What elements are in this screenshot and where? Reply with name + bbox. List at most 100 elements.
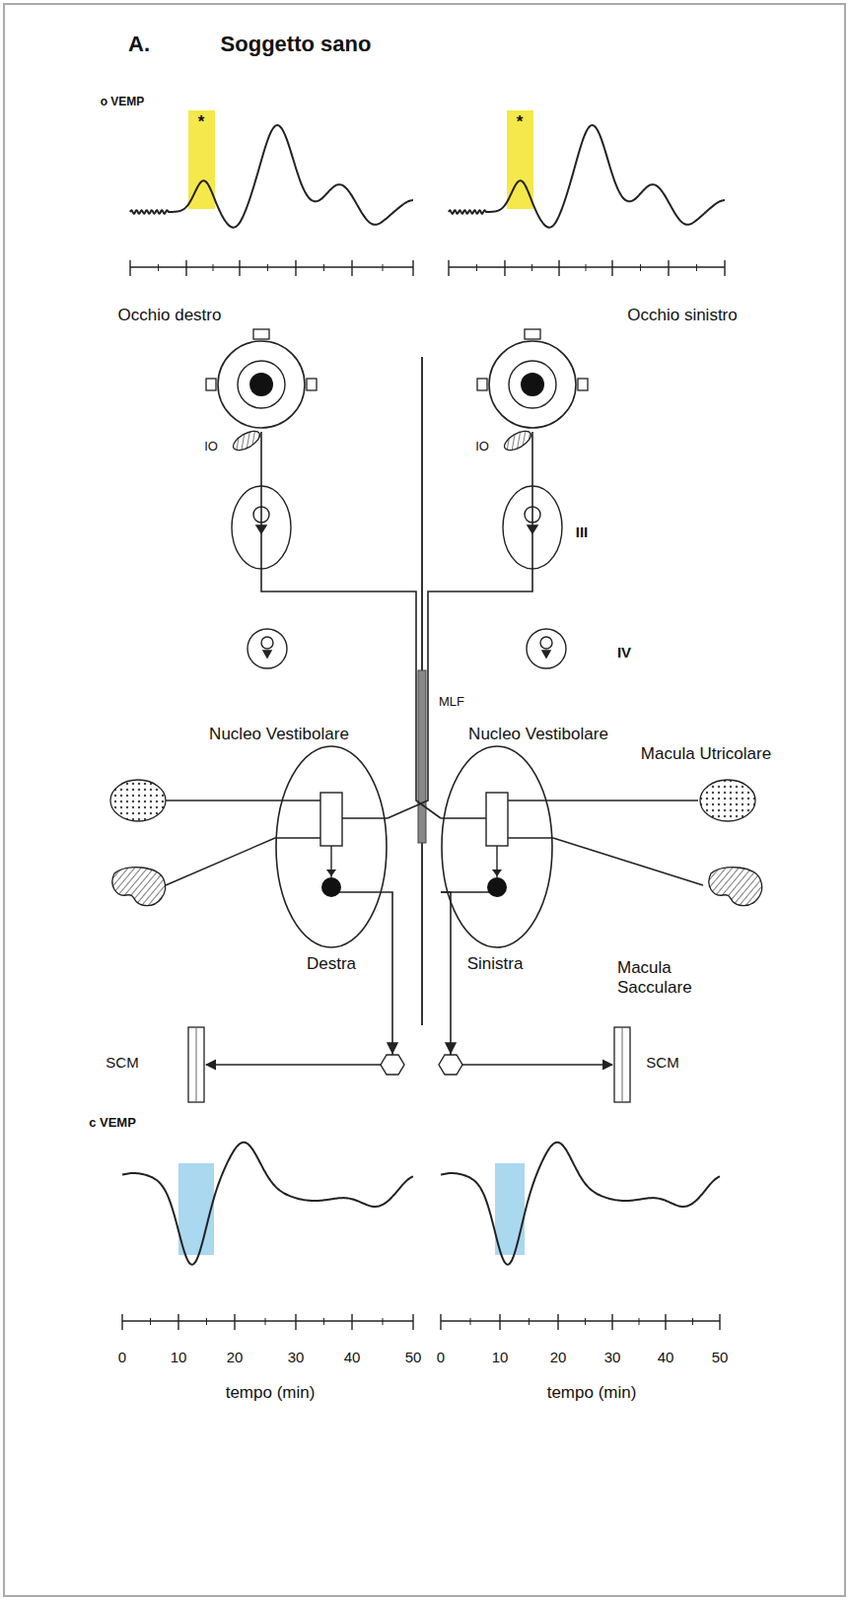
nucleus-name: III <box>575 523 589 541</box>
peak-highlight <box>178 1163 214 1256</box>
axis-minor-tick <box>206 1318 208 1326</box>
vestibular-nucleus: Nucleo VestibolareDestra <box>275 745 388 949</box>
axis-minor-tick <box>638 1318 640 1326</box>
part-name: Nucleo Vestibolare <box>468 724 609 745</box>
oculomotor-nucleus <box>231 486 563 569</box>
axis-tick-mark <box>129 260 131 277</box>
axis-tick: 50 <box>405 1348 423 1366</box>
tract-name: MLF <box>438 695 465 710</box>
axis-tick-mark <box>294 1314 296 1331</box>
axis-minor-tick <box>382 1318 384 1326</box>
axis-minor-tick <box>585 264 587 272</box>
vemp-trace <box>130 125 414 228</box>
utricle-outline <box>698 778 758 824</box>
axis-tick-mark <box>498 1314 500 1331</box>
side-name: Sinistra <box>467 954 524 975</box>
axis-tick-mark <box>503 260 505 277</box>
axis-minor-tick <box>692 1318 694 1326</box>
axis-tick-mark <box>664 1314 666 1331</box>
illustration-part <box>501 426 535 454</box>
part-name: Nucleo Vestibolare <box>209 724 350 745</box>
axis-minor-tick <box>584 1318 586 1326</box>
axis-minor-tick <box>323 264 325 272</box>
axis-tick-mark <box>558 260 560 277</box>
illustration-part <box>441 746 553 948</box>
illustration-part <box>206 378 216 391</box>
axis-minor-tick <box>476 264 478 272</box>
illustration-part <box>339 891 388 893</box>
vestibular-nucleus: Nucleo VestibolareSinistra <box>440 745 554 949</box>
vemp-trace <box>448 125 725 228</box>
illustration-part <box>342 817 388 819</box>
axis-minor-tick <box>265 1318 267 1326</box>
figure-title: Soggetto sano <box>220 31 372 58</box>
utricle <box>110 779 166 822</box>
saccule-outline <box>703 863 767 912</box>
illustration-part <box>520 372 545 397</box>
eye-outline <box>213 337 309 432</box>
illustration-part <box>263 650 272 658</box>
trochlear-nucleus <box>247 629 566 669</box>
nucleus-name: IV <box>617 643 632 661</box>
axis-tick: 40 <box>657 1348 675 1366</box>
part-name: Occhio sinistro <box>627 305 737 326</box>
illustration-part <box>524 329 541 340</box>
time-axis <box>448 266 725 268</box>
axis-tick: 30 <box>604 1348 622 1366</box>
illustration-part <box>489 341 576 428</box>
eye-muscles <box>206 329 588 455</box>
illustration-part <box>445 1043 456 1054</box>
axis-tick: 50 <box>711 1348 729 1366</box>
afferent-fiber <box>165 799 276 801</box>
axis-tick-mark <box>185 260 187 277</box>
trace-name: o VEMP <box>100 95 145 110</box>
illustration-part <box>230 426 264 454</box>
illustration-part <box>321 877 342 898</box>
axis-tick-mark <box>447 260 449 277</box>
axis-tick: 10 <box>170 1348 188 1366</box>
illustration-part <box>261 636 274 649</box>
illustration-part <box>276 746 387 948</box>
axis-minor-tick <box>149 1318 151 1326</box>
axis-minor-tick <box>267 264 269 272</box>
illustration-part <box>275 837 321 839</box>
illustration-part <box>438 1055 463 1075</box>
illustration-part <box>492 869 502 877</box>
illustration-part <box>440 891 490 893</box>
eye: Occhio sinistro <box>485 337 580 432</box>
axis-tick: 0 <box>436 1348 445 1366</box>
utricle: Macula Utricolare <box>698 778 758 824</box>
axis-tick-mark <box>351 1314 353 1331</box>
nerve-pathway <box>553 799 699 802</box>
axis-tick: 10 <box>492 1348 509 1366</box>
illustration-part <box>508 360 557 409</box>
axis-tick: 20 <box>226 1348 244 1366</box>
illustration-part <box>440 817 487 819</box>
axis-tick-mark <box>233 1314 235 1331</box>
axis-tick: 30 <box>287 1348 305 1366</box>
illustration-part <box>380 1055 405 1075</box>
axis-minor-tick <box>470 1318 472 1326</box>
scm-muscle-outline <box>612 1027 633 1103</box>
illustration-part <box>188 1027 205 1103</box>
axis-tick-mark <box>611 260 613 277</box>
muscle-name: IO <box>204 439 218 455</box>
peak-highlight <box>188 110 215 210</box>
nerve-pathway <box>206 892 393 1065</box>
axis-tick-mark <box>412 1314 414 1331</box>
axis-minor-tick <box>528 1318 530 1326</box>
axis-minor-tick <box>323 1318 325 1326</box>
illustration-part <box>320 792 343 847</box>
muscle-name: IO <box>475 439 490 455</box>
axis-tick-mark <box>412 260 414 277</box>
axis-minor-tick <box>531 264 533 272</box>
axis-minor-tick <box>696 264 698 272</box>
vemp-trace <box>122 1142 414 1266</box>
axis-tick: 20 <box>550 1348 567 1366</box>
saccule <box>112 867 166 907</box>
axis-minor-tick <box>639 264 641 272</box>
illustration-part <box>700 779 756 822</box>
axis-tick-mark <box>557 1314 559 1331</box>
illustration-part <box>247 629 287 669</box>
